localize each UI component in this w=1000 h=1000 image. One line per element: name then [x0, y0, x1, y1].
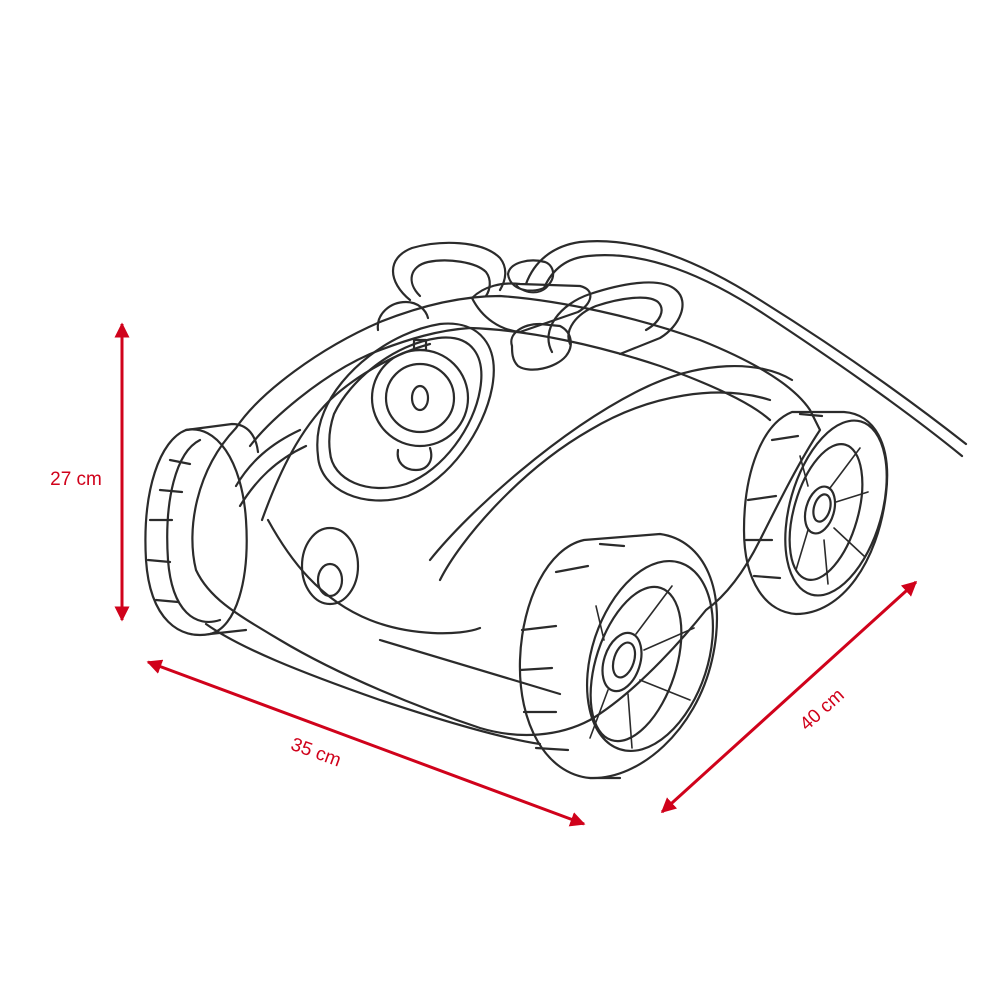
- left-handle: [392, 241, 507, 302]
- left-rear-wheel: [144, 422, 260, 637]
- height-label: 27 cm: [50, 469, 102, 490]
- window-oval: [316, 322, 495, 502]
- right-handle: [547, 281, 684, 356]
- power-cable: [524, 240, 968, 446]
- body-shell: [191, 294, 822, 737]
- body-contour: [248, 326, 772, 448]
- length-label: 35 cm: [288, 734, 344, 771]
- length-dimension: 35 cm: [146, 659, 586, 827]
- back-right-wheel: [742, 410, 889, 616]
- power-cable-inner: [542, 254, 964, 458]
- sensor-eye: [300, 526, 360, 606]
- width-arrow: [660, 580, 918, 814]
- length-arrow: [146, 659, 586, 827]
- top-deck: [470, 282, 592, 334]
- impeller-hub: [410, 384, 430, 412]
- width-label: 40 cm: [796, 685, 849, 735]
- height-dimension: 27 cm: [50, 322, 130, 622]
- front-right-wheel: [518, 532, 719, 780]
